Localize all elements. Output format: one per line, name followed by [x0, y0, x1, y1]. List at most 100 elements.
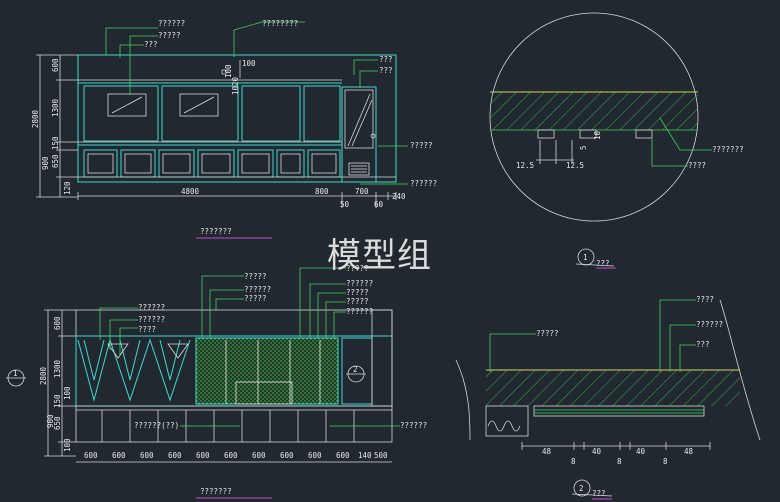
- dim-2800: 2800: [31, 109, 40, 128]
- b-dim-100-a: 100: [63, 438, 72, 452]
- b-label-4: ?????: [244, 272, 267, 281]
- b-dim-900: 900: [46, 414, 55, 428]
- b-label-10: ?????: [346, 297, 369, 306]
- dim-900: 900: [41, 156, 50, 170]
- detail1-label-2: ????: [688, 161, 706, 170]
- bd-2: 600: [140, 451, 154, 460]
- section-marker-1-number: 1: [13, 369, 18, 378]
- elevation-outline: [77, 54, 397, 183]
- b-label-right: ??????: [400, 421, 427, 430]
- label-right-3: ?????: [410, 141, 433, 150]
- top-elevation-title: ???????: [200, 227, 232, 236]
- top-elevation: 600 1300 2800 900 150 650 120 100 1020 1…: [31, 19, 437, 239]
- bd-8: 600: [308, 451, 322, 460]
- lower-panels: [83, 149, 341, 178]
- label-top-1: ??????: [158, 19, 185, 28]
- b-dim-600: 600: [53, 316, 62, 330]
- lower-cabinets: [101, 410, 355, 442]
- bottom-left-dimensions: 600 1300 2800 900 150 650 100 100: [39, 309, 76, 457]
- d2-label-2: ????: [696, 295, 714, 304]
- detail-2: 48 40 40 48 8 8 8 ????? ???? ?????? ??? …: [455, 295, 761, 500]
- detail-2-title: ???: [592, 489, 606, 498]
- b-dim-650: 650: [53, 416, 62, 430]
- dim-100-b: 100: [242, 59, 256, 68]
- d2-label-4: ???: [696, 340, 710, 349]
- detail-1-marker: [577, 248, 595, 266]
- d2-label-3: ??????: [696, 320, 723, 329]
- dim-12-5-a: 12.5: [516, 161, 534, 170]
- bd-1: 600: [112, 451, 126, 460]
- dim-5: 5: [579, 145, 588, 150]
- b-label-1: ??????: [138, 303, 165, 312]
- bd-5: 600: [224, 451, 238, 460]
- b-label-3: ????: [138, 325, 156, 334]
- detail-2-marker: [573, 479, 591, 497]
- dim-1020: 1020: [231, 76, 240, 95]
- bottom-elevation-title: ???????: [200, 487, 232, 496]
- picture-frame-2: [179, 93, 219, 117]
- dim-700: 700: [355, 187, 369, 196]
- label-right-1: ???: [379, 55, 393, 64]
- dim-800: 800: [315, 187, 329, 196]
- upper-panels: [83, 85, 341, 142]
- d2-dim-8b: 8: [617, 457, 622, 466]
- dim-150: 150: [51, 136, 60, 150]
- dim-120: 120: [63, 181, 72, 195]
- b-label-8: ??????: [346, 279, 373, 288]
- bd-0: 600: [84, 451, 98, 460]
- bd-10: 140: [358, 451, 372, 460]
- d2-dim-48a: 48: [542, 447, 552, 456]
- detail1-label-1: ???????: [712, 145, 744, 154]
- elevation-frame: [77, 54, 397, 183]
- label-right-4: ??????: [410, 179, 437, 188]
- b-dim-150: 150: [53, 394, 62, 408]
- b-label-6: ?????: [244, 294, 267, 303]
- d2-label-1: ?????: [536, 329, 559, 338]
- detail-1-number: 1: [583, 253, 588, 262]
- b-label-mid: ??????(??): [134, 421, 179, 430]
- b-label-2: ??????: [138, 315, 165, 324]
- b-dim-100-b: 100: [63, 386, 72, 400]
- top-bottom-dimensions: 4800 800 700 240 50 60: [77, 187, 406, 209]
- b-label-5: ??????: [244, 285, 271, 294]
- dim-10: 10: [593, 130, 602, 140]
- dim-4800: 4800: [181, 187, 200, 196]
- top-leaders: ?????? ????? ??? ???????? ??? ??? ????? …: [105, 19, 437, 188]
- b-dim-1300: 1300: [53, 359, 62, 378]
- bd-4: 600: [196, 451, 210, 460]
- chevron-panels: [77, 338, 191, 402]
- dim-12-5-b: 12.5: [566, 161, 584, 170]
- bd-9: 600: [336, 451, 350, 460]
- bottom-leaders: ?????? ?????? ???? ????? ?????? ????? ??…: [99, 264, 427, 430]
- bd-7: 600: [280, 451, 294, 460]
- dim-50: 50: [340, 200, 350, 209]
- dim-240: 240: [392, 192, 406, 201]
- dim-600: 600: [51, 58, 60, 72]
- detail-1: 12.5 12.5 10 5 ??????? ???? 1 ???: [489, 12, 744, 269]
- dim-60: 60: [374, 200, 384, 209]
- d2-dim-8c: 8: [663, 457, 668, 466]
- bottom-dimension-chain: 600 600 600 600 600 600 600 600 600 600 …: [76, 451, 392, 463]
- label-top-2: ?????: [158, 31, 181, 40]
- b-label-9: ?????: [346, 288, 369, 297]
- label-top-3: ???: [144, 40, 158, 49]
- b-dim-2800: 2800: [39, 366, 48, 385]
- d2-dim-40a: 40: [592, 447, 602, 456]
- bd-6: 600: [252, 451, 266, 460]
- d2-dim-48b: 48: [684, 447, 694, 456]
- dim-100-a: 100: [224, 64, 233, 78]
- bottom-elevation: 600 1300 2800 900 150 650 100 100 1 2 60…: [6, 264, 427, 499]
- detail-1-title: ???: [596, 259, 610, 268]
- b-label-7: ?????: [346, 264, 369, 273]
- bd-11: 500: [374, 451, 388, 460]
- label-right-2: ???: [379, 66, 393, 75]
- b-label-11: ??????: [346, 307, 373, 316]
- glass-door: [341, 86, 377, 183]
- top-left-dimensions: 600 1300 2800 900 150 650 120: [31, 54, 78, 198]
- d2-dim-8a: 8: [571, 457, 576, 466]
- stone-panel: [196, 338, 338, 404]
- bd-3: 600: [168, 451, 182, 460]
- label-top-4: ????????: [262, 19, 298, 28]
